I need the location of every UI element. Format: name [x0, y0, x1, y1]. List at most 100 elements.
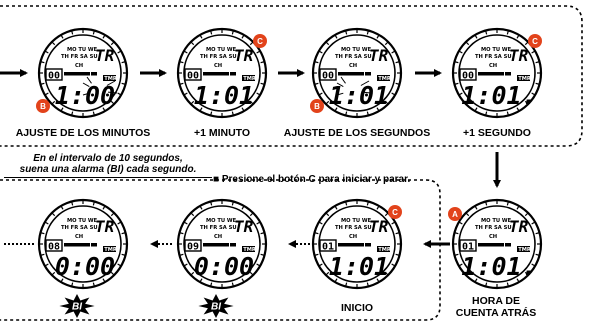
flash-ray	[106, 80, 116, 86]
bezel-tick	[92, 30, 95, 35]
sub-display-box	[45, 239, 63, 252]
bezel-tick	[395, 232, 400, 235]
bezel-tick	[524, 271, 529, 276]
bezel-tick	[366, 282, 369, 287]
mode-bar	[91, 243, 97, 247]
days-top-label: MO TU WE	[206, 218, 237, 224]
bezel-tick	[345, 282, 348, 287]
flash-ray	[82, 82, 90, 88]
bezel-tick	[384, 100, 389, 105]
flash-ray	[360, 80, 370, 86]
tmr-label: TMR	[104, 76, 117, 82]
days-bottom-label: TH FR SA SU	[200, 225, 237, 231]
bezel-tick	[506, 30, 509, 35]
day-code-display: TR	[369, 217, 389, 236]
day-code-display: TR	[369, 46, 389, 65]
main-time-display: 0:00	[55, 252, 115, 281]
button-badge	[310, 99, 324, 113]
bezel-tick	[454, 82, 459, 85]
bezel-tick	[117, 263, 122, 267]
bezel-tick	[51, 41, 56, 46]
bezel-tick	[256, 221, 261, 225]
bezel-tick	[384, 271, 389, 276]
bezel-tick	[60, 278, 64, 283]
days-bottom-label: TH FR SA SU	[335, 225, 372, 231]
alarm-burst-shape	[59, 294, 95, 318]
bezel-tick	[531, 92, 536, 96]
bezel-tick	[117, 221, 122, 225]
bezel-tick	[231, 111, 234, 116]
button-letter: B	[314, 102, 320, 111]
sub-display-box	[184, 239, 202, 252]
caption-plus-one-second: +1 SEGUNDO	[463, 127, 531, 139]
alarm-burst-label: BI	[72, 302, 82, 313]
alarm-burst-icon: BI	[59, 294, 95, 318]
tmr-badge	[377, 75, 390, 81]
press-note: ■ Presione el botón C para iniciar y par…	[213, 174, 410, 185]
bezel-tick	[183, 221, 188, 225]
button-letter: C	[392, 208, 398, 217]
bezel-tick	[249, 41, 254, 46]
bezel-tick	[183, 263, 188, 267]
bezel-tick	[465, 212, 470, 217]
day-code-display: TR	[95, 217, 115, 236]
bezel-tick	[516, 205, 520, 210]
mode-bar	[203, 72, 229, 76]
days-top-label: MO TU WE	[341, 47, 372, 53]
main-time-display: 1:01	[329, 252, 389, 281]
days-bottom-label: TH FR SA SU	[61, 225, 98, 231]
press-note-bullet: ■	[213, 174, 220, 185]
days-bottom-label: TH FR SA SU	[335, 54, 372, 60]
bezel-tick	[102, 107, 106, 112]
bezel-tick	[524, 100, 529, 105]
button-c-marker: C	[388, 205, 402, 219]
press-note-text: Presione el botón C para iniciar y parar…	[221, 174, 411, 185]
tmr-label: TMR	[243, 76, 256, 82]
bezel-tick	[102, 34, 106, 39]
bezel-tick	[179, 232, 184, 235]
bezel-tick	[241, 205, 245, 210]
bezel-tick	[535, 82, 540, 85]
button-badge	[448, 207, 462, 221]
bezel-tick	[190, 41, 195, 46]
bezel-tick	[465, 271, 470, 276]
bezel-tick	[318, 92, 323, 96]
bezel-tick	[334, 278, 338, 283]
caption-countdown-line1: HORA DE	[472, 295, 520, 307]
bezel-tick	[506, 201, 509, 206]
bezel-tick	[249, 271, 254, 276]
sub-display-value: 08	[48, 242, 60, 253]
bezel-tick	[121, 61, 126, 64]
tmr-badge	[517, 75, 530, 81]
days-top-label: MO TU WE	[481, 218, 512, 224]
days-top-label: MO TU WE	[481, 47, 512, 53]
bezel-tick	[249, 212, 254, 217]
main-time-display: 1:00	[55, 81, 115, 110]
bezel-tick	[71, 282, 74, 287]
bezel-tick	[474, 107, 478, 112]
bezel-tick	[531, 50, 536, 54]
caption-countdown-line2: CUENTA ATRÁS	[456, 306, 537, 319]
tmr-badge	[517, 246, 530, 252]
days-bottom-label: TH FR SA SU	[475, 225, 512, 231]
bezel-tick	[345, 30, 348, 35]
main-time-display: 1:01	[329, 81, 389, 110]
day-code-display: TR	[234, 217, 254, 236]
bezel-tick	[241, 34, 245, 39]
bezel-tick	[474, 205, 478, 210]
bezel-tick	[376, 205, 380, 210]
tmr-label: TMR	[518, 76, 531, 82]
bezel-tick	[325, 271, 330, 276]
mode-bar	[478, 243, 504, 247]
button-badge	[528, 34, 542, 48]
sub-display-value: 00	[462, 71, 474, 82]
bezel-tick	[44, 92, 49, 96]
caption-adjust-minutes: AJUSTE DE LOS MINUTOS	[16, 127, 151, 139]
bezel-tick	[318, 263, 323, 267]
